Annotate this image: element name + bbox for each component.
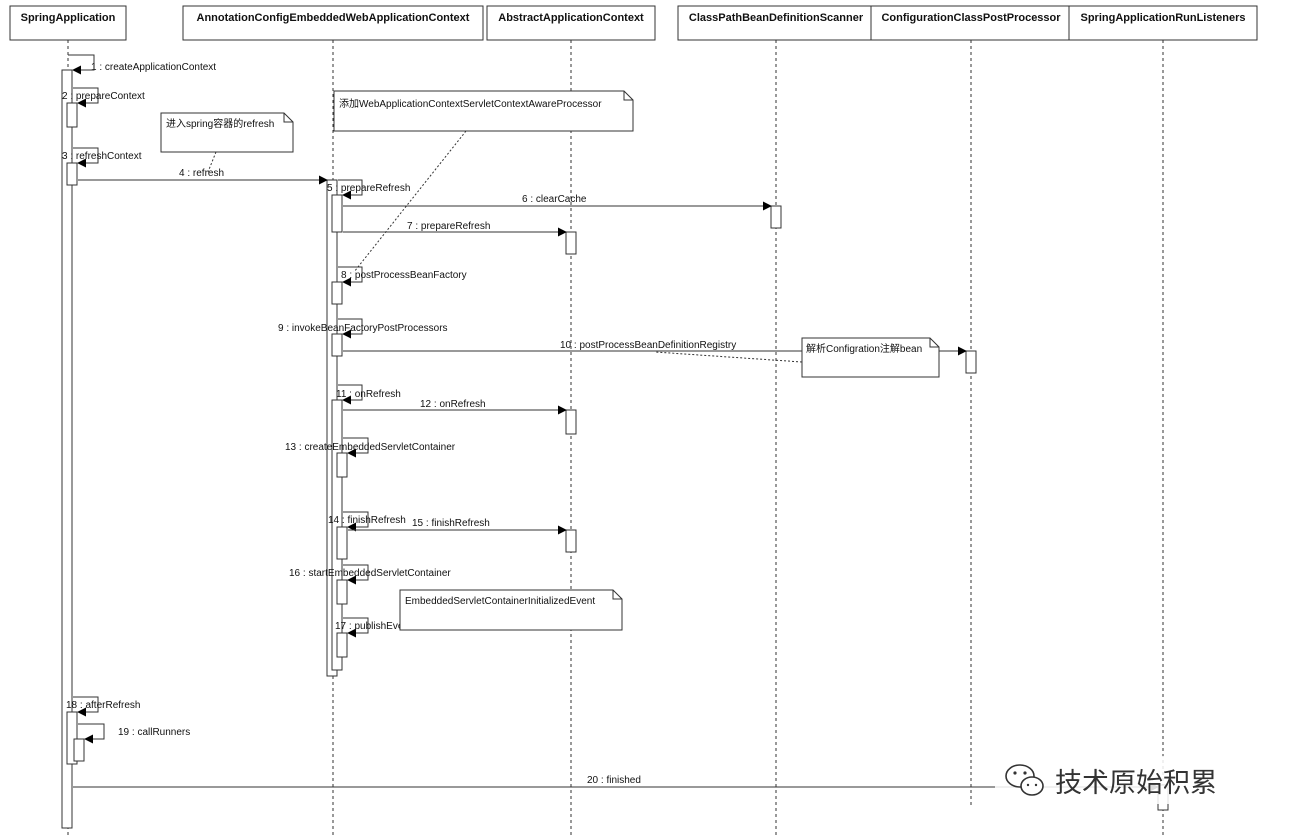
self-message-arrow xyxy=(338,384,363,405)
lifeline-label: ClassPathBeanDefinitionScanner xyxy=(689,12,864,24)
message-label: 8 : postProcessBeanFactory xyxy=(341,270,467,281)
message-label: 6 : clearCache xyxy=(522,194,587,205)
lifeline-header-annotation-context: AnnotationConfigEmbeddedWebApplicationCo… xyxy=(182,5,484,41)
message-label: 9 : invokeBeanFactoryPostProcessors xyxy=(278,323,448,334)
activation-bar xyxy=(61,69,73,829)
note-processor: 添加WebApplicationContextServletContextAwa… xyxy=(333,90,634,273)
message-label: 10 : postProcessBeanDefinitionRegistry xyxy=(560,340,736,351)
lifeline-label: SpringApplicationRunListeners xyxy=(1080,12,1245,24)
self-message-arrow xyxy=(73,696,99,717)
activation-bar xyxy=(565,529,577,553)
message-label: 19 : callRunners xyxy=(118,727,190,738)
self-message-arrow xyxy=(338,266,363,287)
watermark-text: 技术原始积累 xyxy=(1055,768,1217,799)
activation-bar xyxy=(331,333,343,357)
activation-bar xyxy=(331,194,343,233)
message-label: 1 : createApplicationContext xyxy=(91,62,216,73)
lifeline-label: AbstractApplicationContext xyxy=(498,12,644,24)
message-label: 14 : finishRefresh xyxy=(328,515,406,526)
self-message-arrow xyxy=(78,723,105,744)
message-label: 13 : createEmbeddedServletContainer xyxy=(285,442,456,453)
self-message-arrow xyxy=(343,564,369,585)
activation-bar xyxy=(66,711,78,765)
message-label: 11 : onRefresh xyxy=(336,389,401,400)
lifeline-header-spring-application: SpringApplication xyxy=(9,5,127,41)
activation-bar xyxy=(73,738,85,762)
lifeline-label: ConfigurationClassPostProcessor xyxy=(881,12,1061,24)
message-label: 18 : afterRefresh xyxy=(66,700,140,711)
activation-bar xyxy=(770,205,782,229)
message-label: 4 : refresh xyxy=(179,168,224,179)
message-label: 7 : prepareRefresh xyxy=(407,221,490,232)
note-text: 进入spring容器的refresh xyxy=(166,117,274,130)
note-text: 添加WebApplicationContextServletContextAwa… xyxy=(339,97,602,110)
message-label: 2 : prepareContext xyxy=(62,91,145,102)
message-label: 5 : prepareRefresh xyxy=(327,183,410,194)
wechat-icon xyxy=(1005,764,1044,796)
message-label: 20 : finished xyxy=(587,775,641,786)
lifeline-label: AnnotationConfigEmbeddedWebApplicationCo… xyxy=(197,12,470,24)
lifeline-header-config-postprocessor: ConfigurationClassPostProcessor xyxy=(870,5,1072,41)
message-label: 15 : finishRefresh xyxy=(412,518,490,529)
note-event: EmbeddedServletContainerInitializedEvent xyxy=(399,589,623,631)
activation-bar xyxy=(336,632,348,658)
self-message-arrow xyxy=(68,54,95,75)
message-label: 3 : refreshContext xyxy=(62,151,142,162)
note-text: 解析Configration注解bean xyxy=(806,342,922,355)
message-label: 17 : publishEvent xyxy=(335,621,412,632)
activation-bar xyxy=(336,452,348,478)
self-message-arrow xyxy=(338,179,363,200)
self-message-arrow xyxy=(343,437,369,458)
activation-bar xyxy=(965,350,977,374)
note-config: 解析Configration注解bean xyxy=(654,337,940,378)
self-message-arrow xyxy=(73,87,99,108)
activation-bar xyxy=(565,409,577,435)
activation-bar xyxy=(336,579,348,605)
lifeline-header-run-listeners: SpringApplicationRunListeners xyxy=(1068,5,1258,41)
note-text: EmbeddedServletContainerInitializedEvent xyxy=(405,596,595,607)
activation-bar xyxy=(565,231,577,255)
activation-bar xyxy=(66,162,78,186)
self-message-arrow xyxy=(343,617,369,638)
self-message-arrow xyxy=(343,511,369,532)
activation-bar xyxy=(336,526,348,560)
self-message-arrow xyxy=(73,147,99,168)
lifeline-label: SpringApplication xyxy=(21,12,116,24)
note-refresh: 进入spring容器的refresh xyxy=(160,112,294,173)
lifeline-header-classpath-scanner: ClassPathBeanDefinitionScanner xyxy=(677,5,875,41)
activation-bar xyxy=(331,281,343,305)
message-label: 12 : onRefresh xyxy=(420,399,486,410)
self-message-arrow xyxy=(338,318,363,339)
activation-bar xyxy=(66,102,78,128)
message-label: 16 : startEmbeddedServletContainer xyxy=(289,568,451,579)
lifeline-header-abstract-context: AbstractApplicationContext xyxy=(486,5,656,41)
